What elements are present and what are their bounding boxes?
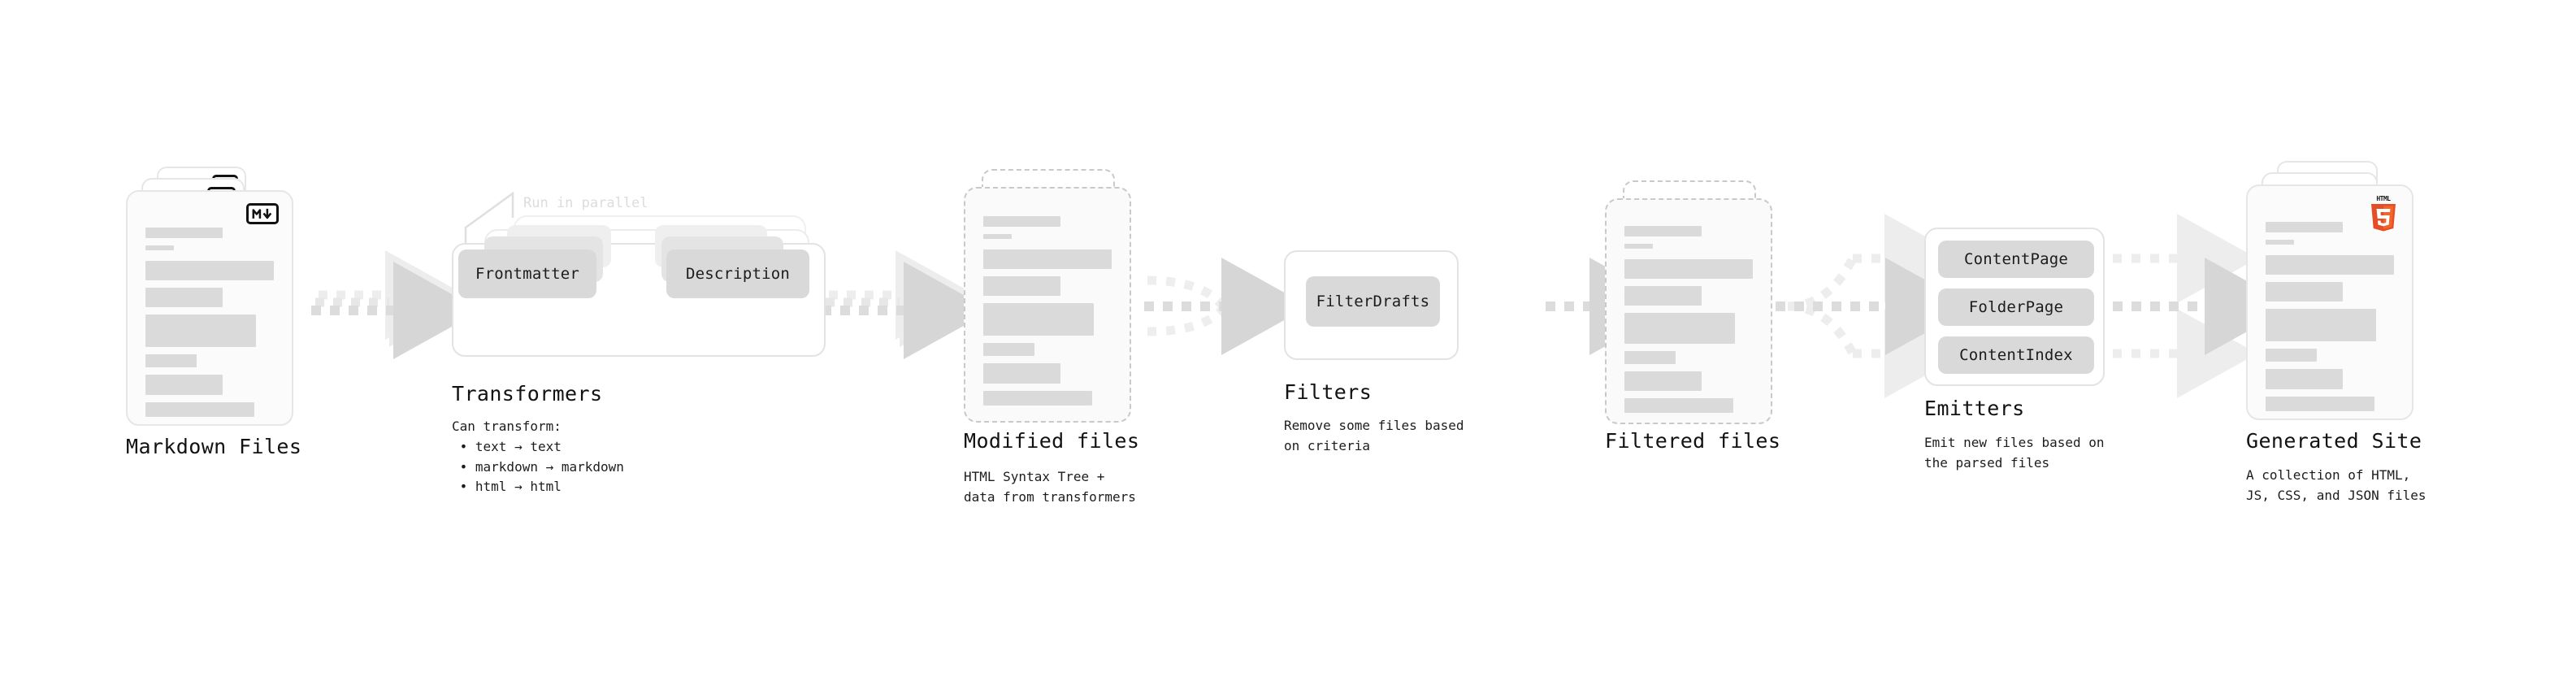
stage-subtitle-emitters: Emit new files based on the parsed files [1924, 435, 2105, 471]
stage-subtitle-transformers: Can transform: • text → text • markdown … [452, 419, 624, 495]
stage-title-markdown-files: Markdown Files [126, 435, 302, 458]
stage-title-emitters: Emitters [1924, 397, 2025, 420]
doc-card-front [1605, 198, 1772, 424]
transformer-box-front: Frontmatter Description [452, 225, 826, 357]
connector-transformers-to-modified [822, 250, 991, 359]
doc-placeholder-lines [1624, 226, 1753, 413]
emitters-box: ContentPage FolderPage ContentIndex [1924, 228, 2105, 386]
doc-card-front-html: HTML [2246, 184, 2413, 420]
doc-placeholder-lines [983, 216, 1112, 406]
markdown-icon [246, 203, 279, 224]
doc-card-front [964, 187, 1131, 423]
emitter-pill-contentindex[interactable]: ContentIndex [1938, 336, 2094, 374]
stage-title-modified-files: Modified files [964, 429, 1140, 453]
doc-placeholder-lines [145, 228, 274, 417]
stage-title-filtered-files: Filtered files [1605, 429, 1781, 453]
svg-text:HTML: HTML [2376, 195, 2391, 202]
filters-box: FilterDrafts [1284, 250, 1459, 360]
stage-subtitle-filters: Remove some files based on criteria [1284, 418, 1464, 453]
stage-title-generated-site: Generated Site [2246, 429, 2422, 453]
connector-modified-to-filters [1144, 258, 1309, 355]
connector-markdown-to-transformers [311, 250, 481, 359]
html5-icon: HTML [2366, 193, 2400, 232]
doc-card-front [126, 190, 293, 426]
transformer-pill-frontmatter[interactable]: Frontmatter [458, 249, 596, 298]
filter-pill-filterdrafts[interactable]: FilterDrafts [1306, 276, 1440, 327]
stage-title-transformers: Transformers [452, 382, 603, 406]
emitter-pill-folderpage[interactable]: FolderPage [1938, 288, 2094, 326]
emitter-pill-contentpage[interactable]: ContentPage [1938, 241, 2094, 278]
doc-placeholder-lines [2266, 222, 2394, 411]
connector-emitters-to-site [2113, 214, 2292, 398]
annotation-run-in-parallel: Run in parallel [523, 195, 648, 211]
connector-filtered-to-emitters [1776, 214, 1973, 398]
transformer-pill-description[interactable]: Description [666, 249, 809, 298]
stage-title-filters: Filters [1284, 380, 1373, 404]
stage-subtitle-generated-site: A collection of HTML, JS, CSS, and JSON … [2246, 467, 2426, 503]
stage-subtitle-modified-files: HTML Syntax Tree + data from transformer… [964, 469, 1136, 505]
